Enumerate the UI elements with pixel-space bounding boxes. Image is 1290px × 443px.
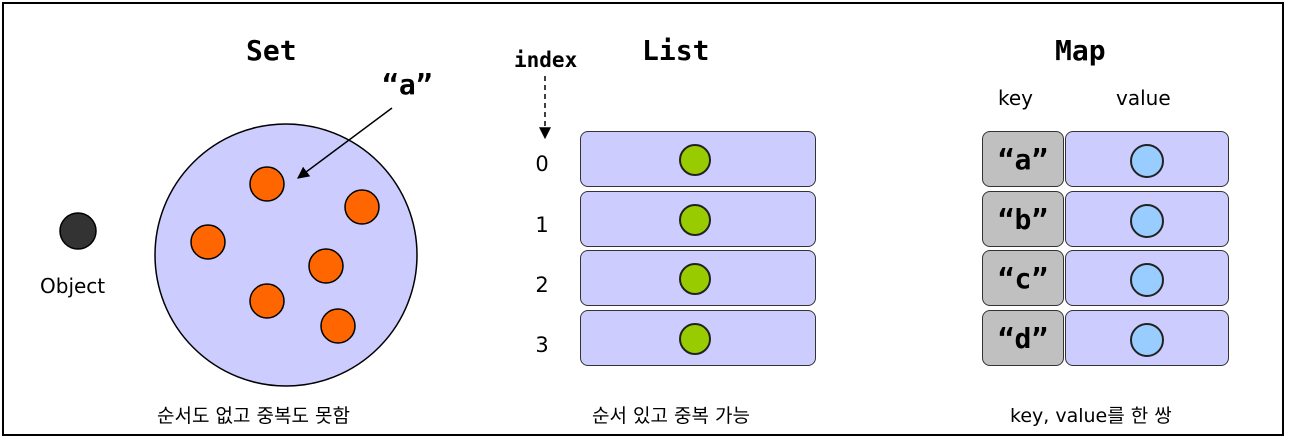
list-index: 1 bbox=[535, 213, 549, 237]
map-value-element bbox=[1130, 263, 1164, 297]
map-value-cell bbox=[1065, 131, 1229, 187]
list-index: 3 bbox=[535, 333, 549, 357]
map-key-cell: “d” bbox=[982, 310, 1064, 366]
set-element bbox=[249, 166, 285, 202]
set-element bbox=[249, 283, 285, 319]
map-title: Map bbox=[1055, 34, 1106, 67]
set-title: Set bbox=[246, 34, 297, 67]
map-value-cell bbox=[1065, 250, 1229, 306]
set-element bbox=[308, 248, 344, 284]
map-value-cell bbox=[1065, 310, 1229, 366]
list-element bbox=[679, 204, 711, 236]
list-row bbox=[580, 191, 816, 247]
element-pointer-arrow bbox=[297, 107, 393, 179]
list-caption: 순서 있고 중복 가능 bbox=[592, 405, 750, 427]
map-key-header: key bbox=[998, 86, 1034, 110]
list-row bbox=[580, 131, 816, 187]
list-title: List bbox=[642, 34, 710, 67]
map-value-element bbox=[1130, 323, 1164, 357]
index-label: index bbox=[514, 48, 578, 72]
set-element bbox=[344, 189, 380, 225]
set-element-label: “a” bbox=[382, 68, 433, 101]
map-value-element bbox=[1130, 144, 1164, 178]
object-dot bbox=[59, 212, 97, 250]
set-caption: 순서도 없고 중복도 못함 bbox=[157, 405, 350, 427]
map-caption: key, value를 한 쌍 bbox=[1010, 405, 1172, 427]
map-key-cell: “a” bbox=[982, 131, 1064, 187]
list-index: 0 bbox=[535, 152, 549, 176]
map-value-cell bbox=[1065, 191, 1229, 247]
map-value-header: value bbox=[1116, 86, 1171, 110]
set-element bbox=[320, 308, 356, 344]
list-row bbox=[580, 310, 816, 366]
list-element bbox=[679, 144, 711, 176]
list-element bbox=[679, 263, 711, 295]
list-index: 2 bbox=[535, 273, 549, 297]
set-circle bbox=[154, 123, 418, 387]
set-element bbox=[190, 224, 226, 260]
map-key-cell: “c” bbox=[982, 250, 1064, 306]
map-value-element bbox=[1130, 204, 1164, 238]
map-key-cell: “b” bbox=[982, 191, 1064, 247]
list-row bbox=[580, 250, 816, 306]
object-label: Object bbox=[40, 274, 106, 298]
list-element bbox=[679, 323, 711, 355]
